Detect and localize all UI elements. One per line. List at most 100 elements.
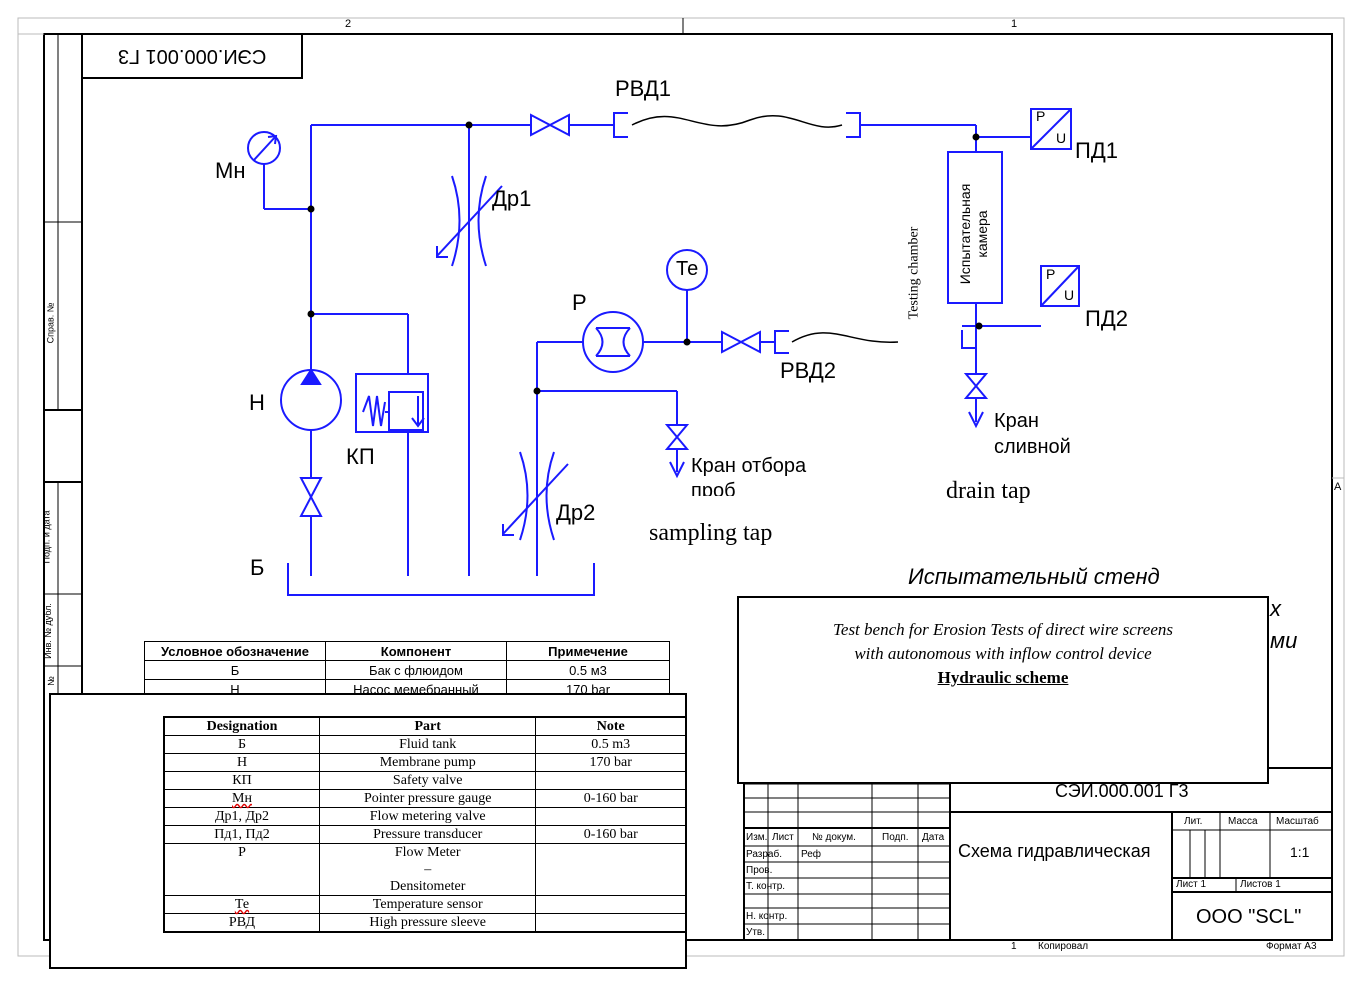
pump-icon bbox=[280, 368, 342, 431]
table-row: Б Бак с флюидом 0.5 м3 bbox=[144, 660, 670, 680]
table-row: Н Насос мемебранный 170 bar bbox=[144, 679, 670, 694]
label-sampling-tap: sampling tap bbox=[649, 520, 773, 546]
ru-cell: Б bbox=[144, 660, 326, 680]
en-cell: Membrane pump bbox=[318, 753, 537, 772]
en-header-note: Note bbox=[535, 716, 687, 736]
en-cell: Р bbox=[163, 843, 320, 896]
tb-company: ООО "SCL" bbox=[1196, 906, 1302, 928]
label-test-chamber-ru: Испытательная камера bbox=[957, 183, 990, 285]
label-kran-otbora-2: проб bbox=[691, 480, 736, 496]
ru-header-designation: Условное обозначение bbox=[144, 641, 326, 661]
en-cell: Fluid tank bbox=[318, 735, 537, 754]
zone-number-top-left: 2 bbox=[345, 18, 352, 30]
en-cell: КП bbox=[163, 771, 320, 790]
sensor-p-1: P bbox=[1036, 108, 1046, 124]
flowmeter-icon bbox=[582, 311, 644, 373]
label-pd1: ПД1 bbox=[1075, 138, 1118, 163]
en-cell: РВД bbox=[163, 913, 320, 933]
ru-cell: Насос мемебранный bbox=[325, 679, 507, 694]
sensor-u-1: U bbox=[1056, 130, 1067, 146]
sensor-u-2: U bbox=[1064, 287, 1075, 303]
pressure-transducer-icons bbox=[1030, 108, 1080, 307]
en-cell: 170 bar bbox=[535, 753, 687, 772]
en-cell: Safety valve bbox=[318, 771, 537, 790]
tb-row-razrab: Разраб. bbox=[746, 849, 783, 860]
throttle-dr2-icon bbox=[502, 451, 569, 541]
en-header-part: Part bbox=[318, 716, 537, 736]
format-label: Формат А3 bbox=[1266, 941, 1317, 952]
en-cell: Пд1, Пд2 bbox=[163, 825, 320, 844]
en-cell: Мн bbox=[163, 789, 320, 808]
side-label-sprav: Справ. № bbox=[45, 302, 56, 344]
tb-lit: Лит. bbox=[1184, 816, 1203, 827]
tb-listov: Листов 1 bbox=[1240, 879, 1281, 890]
label-kran-slivnoy-2: сливной bbox=[994, 436, 1071, 458]
en-cell: 0-160 bar bbox=[535, 789, 687, 808]
en-cell: 0-160 bar bbox=[535, 825, 687, 844]
label-kran-slivnoy-1: Кран bbox=[994, 410, 1039, 432]
tb-row-nkontr: Н. контр. bbox=[746, 911, 788, 922]
label-dr2: Др2 bbox=[556, 500, 596, 525]
en-cell: Pointer pressure gauge bbox=[318, 789, 537, 808]
kopiroval-label: Копировал bbox=[1038, 941, 1089, 952]
en-cell: Н bbox=[163, 753, 320, 772]
label-drain-tap: drain tap bbox=[946, 478, 1031, 504]
tb-massa: Масса bbox=[1228, 816, 1258, 827]
en-cell: Др1, Др2 bbox=[163, 807, 320, 826]
zone-letter-right: A bbox=[1334, 481, 1342, 493]
title-ru-frag1: х bbox=[1270, 596, 1281, 621]
en-cell: Flow metering valve bbox=[318, 807, 537, 826]
title-en-line1: Test bench for Erosion Tests of direct w… bbox=[833, 620, 1173, 639]
side-label-podp: Подп. и дата bbox=[41, 510, 52, 564]
en-cell bbox=[535, 895, 687, 914]
title-ru-line1: Испытательный стенд bbox=[908, 564, 1160, 589]
label-kran-otbora-1: Кран отбора bbox=[691, 455, 807, 477]
english-title-overlay: Test bench for Erosion Tests of direct w… bbox=[737, 596, 1269, 784]
tb-scale: 1:1 bbox=[1290, 844, 1310, 860]
label-rvd2: РВД2 bbox=[780, 358, 836, 383]
ru-component-table: Условное обозначение Компонент Примечени… bbox=[144, 641, 670, 694]
tb-row-prov: Пров. bbox=[746, 865, 773, 876]
ru-cell: Бак с флюидом bbox=[325, 660, 507, 680]
throttle-dr1-icon bbox=[436, 175, 503, 267]
label-dr1: Др1 bbox=[492, 186, 532, 211]
tb-doc-code: СЭИ.000.001 Г3 bbox=[1055, 781, 1189, 801]
test-chamber-icon bbox=[947, 151, 1003, 304]
tb-col-izm: Изм. bbox=[746, 832, 768, 843]
label-b: Б bbox=[250, 555, 265, 580]
tb-col-docnum: № докум. bbox=[812, 832, 856, 843]
relief-valve-icon bbox=[355, 373, 429, 433]
ru-cell: 170 bar bbox=[506, 679, 670, 694]
ru-header-component: Компонент bbox=[325, 641, 507, 661]
label-te: Те bbox=[676, 258, 699, 280]
temperature-sensor-icon bbox=[666, 249, 708, 291]
en-cell bbox=[535, 807, 687, 826]
hose-symbols bbox=[613, 112, 899, 354]
tb-masshtab: Масштаб bbox=[1276, 816, 1319, 827]
label-n: Н bbox=[249, 390, 265, 415]
en-cell: High pressure sleeve bbox=[318, 913, 537, 933]
zone-number-bottom: 1 bbox=[1011, 941, 1017, 952]
label-test-chamber-en: Testing chamber bbox=[906, 226, 922, 320]
tb-row-tkontr: Т. контр. bbox=[746, 881, 786, 892]
en-cell: Б bbox=[163, 735, 320, 754]
ru-cell: Н bbox=[144, 679, 326, 694]
title-en-line3: Hydraulic scheme bbox=[937, 668, 1069, 687]
en-cell bbox=[535, 843, 687, 896]
en-cell: Flow Meter – Densitometer bbox=[318, 843, 537, 896]
en-cell: Те bbox=[163, 895, 320, 914]
en-cell: 0.5 m3 bbox=[535, 735, 687, 754]
label-p: Р bbox=[572, 290, 587, 315]
tb-razrab-name: Реф bbox=[801, 849, 822, 860]
en-cell bbox=[535, 771, 687, 790]
en-header-designation: Designation bbox=[163, 716, 320, 736]
junction-dots bbox=[307, 121, 983, 395]
side-label-inv: Инв. № дубл. bbox=[42, 603, 53, 659]
tb-row-utv: Утв. bbox=[746, 927, 766, 938]
